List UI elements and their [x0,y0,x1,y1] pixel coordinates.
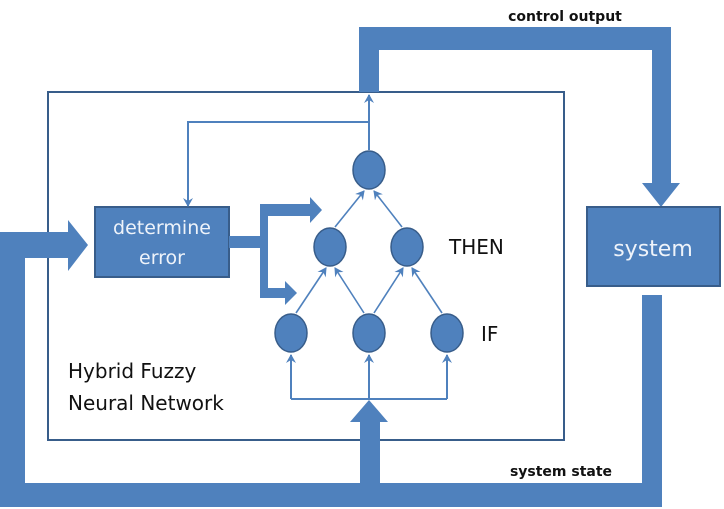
if-layer-label: IF [481,322,498,346]
control-output-label: control output [508,9,622,25]
network-boundary-box [47,91,565,441]
determine-error-box [94,206,230,278]
system-state-pipe [0,220,662,507]
then-output-link [334,190,365,228]
if-then-link [295,267,327,314]
if-node-1 [274,313,308,353]
feedback-line [183,121,369,207]
then-node-2 [390,227,424,267]
network-title-line2: Neural Network [68,391,224,415]
system-box [586,206,721,287]
then-layer-label: THEN [448,235,504,259]
if-node-3 [430,313,464,353]
determine-error-label-line2: error [139,247,185,269]
error-branch-arrows [229,197,322,305]
then-node-1 [313,227,347,267]
system-box-label: system [613,237,693,262]
determine-error-label-line1: determine [113,217,211,239]
if-then-link [334,267,365,314]
then-output-link [373,190,403,228]
output-node [352,150,386,190]
network-title-line1: Hybrid Fuzzy [68,359,196,383]
if-then-link [411,267,443,314]
if-node-2 [352,313,386,353]
control-output-pipe [359,27,680,207]
system-state-label: system state [510,464,612,480]
if-then-link [373,267,404,314]
